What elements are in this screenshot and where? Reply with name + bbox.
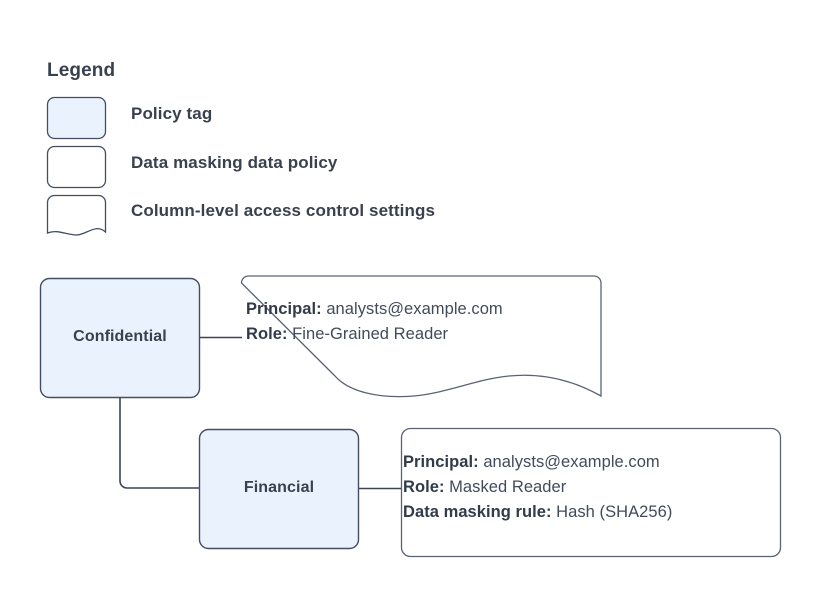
legend-swatch-data-masking-policy	[46, 145, 107, 189]
callout-confidential-shape[interactable]	[240, 275, 602, 398]
callout-row-key: Principal:	[246, 300, 322, 318]
callout-row: Principal: analysts@example.com	[403, 450, 672, 475]
legend-label-policy-tag: Policy tag	[131, 104, 213, 123]
callout-row-key: Role:	[403, 478, 445, 496]
callout-row: Data masking rule: Hash (SHA256)	[403, 500, 672, 525]
callout-row-key: Data masking rule:	[403, 503, 552, 521]
callout-row-value: analysts@example.com	[326, 300, 503, 318]
node-label-financial: Financial	[243, 479, 315, 496]
callout-row-value: Hash (SHA256)	[556, 503, 673, 521]
callout-row-key: Role:	[246, 325, 288, 343]
edge-confidential-to-financial	[119, 398, 199, 489]
node-financial[interactable]	[198, 428, 360, 550]
callout-row-key: Principal:	[403, 453, 479, 471]
legend-swatch-access-control-settings	[46, 194, 107, 236]
node-label-confidential: Confidential	[73, 328, 167, 345]
callout-row-value: Fine-Grained Reader	[292, 325, 449, 343]
callout-row-value: analysts@example.com	[483, 453, 660, 471]
callout-row: Role: Masked Reader	[403, 475, 672, 500]
node-confidential[interactable]	[39, 277, 201, 399]
legend-swatch-policy-tag	[46, 96, 107, 140]
legend-label-access-control-settings: Column-level access control settings	[131, 201, 436, 220]
callout-financial-content: Principal: analysts@example.com Role: Ma…	[403, 450, 672, 525]
callout-row-value: Masked Reader	[449, 478, 567, 496]
callout-confidential-content: Principal: analysts@example.com Role: Fi…	[246, 297, 503, 347]
legend-label-data-masking-policy: Data masking data policy	[131, 153, 338, 172]
legend-title: Legend	[47, 60, 116, 81]
callout-financial-shape[interactable]	[400, 427, 782, 558]
callout-row: Principal: analysts@example.com	[246, 297, 503, 322]
callout-row: Role: Fine-Grained Reader	[246, 322, 503, 347]
